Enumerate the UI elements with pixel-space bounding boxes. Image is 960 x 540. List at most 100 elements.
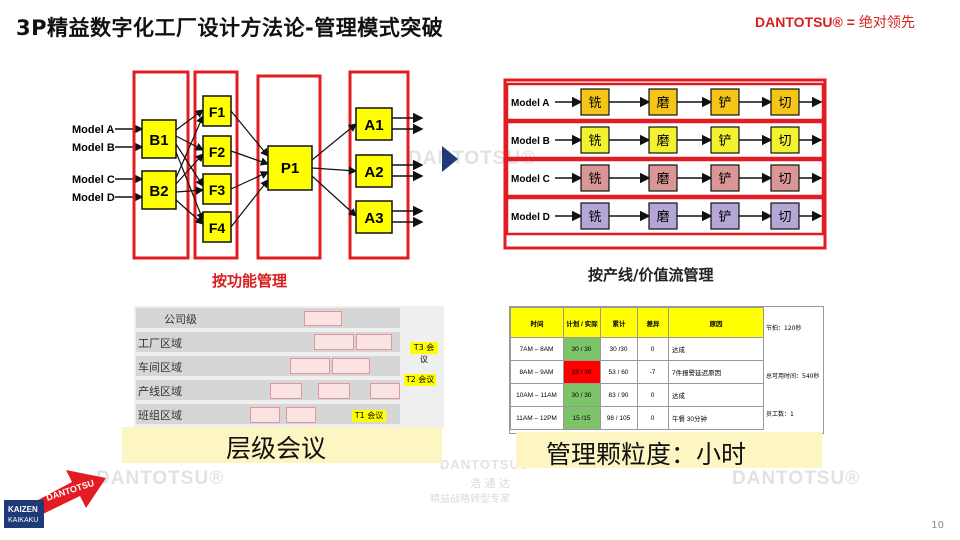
table-cell: 53 / 60 xyxy=(600,360,638,384)
page-title: 3P精益数字化工厂设计方法论-管理模式突破 xyxy=(16,16,444,40)
model-label: Model B xyxy=(72,142,115,154)
org-box xyxy=(250,407,280,423)
p-node xyxy=(267,145,313,191)
org-box xyxy=(332,358,370,374)
hierarchy-level: 工厂区域 xyxy=(138,337,182,350)
process-step xyxy=(648,88,678,116)
meeting-tag: T2 会议 xyxy=(404,374,436,386)
model-label: Model D xyxy=(511,212,550,223)
meeting-tag: T3 会议 xyxy=(410,342,438,364)
table-caption-bar: 管理颗粒度：小时 xyxy=(516,432,822,469)
org-box xyxy=(318,383,350,399)
table-cell: 83 / 90 xyxy=(600,383,638,407)
watermark-text: DANTOTSU® xyxy=(732,468,861,489)
hierarchy-level: 产线区域 xyxy=(138,385,182,398)
table-cell: 30 / 30 xyxy=(563,337,601,361)
function-diagram: Model A Model B Model C Model D B1 B2 F1… xyxy=(72,70,424,260)
process-step xyxy=(648,164,678,192)
f-node-label: F3 xyxy=(209,182,226,198)
f-node-label: F1 xyxy=(209,104,226,120)
p-node-label: P1 xyxy=(281,160,299,177)
side-note: 节拍：120秒 xyxy=(766,325,802,332)
a-node-label: A2 xyxy=(364,164,383,181)
table-cell: 0 xyxy=(637,337,669,361)
transition-arrow-icon xyxy=(442,146,458,172)
func-diagram-caption: 按功能管理 xyxy=(212,272,288,290)
process-step-label: 铲 xyxy=(718,96,731,111)
model-label: Model A xyxy=(511,98,550,109)
a-node xyxy=(355,200,393,234)
watermark-zh-sub: 精益战略转型专家 xyxy=(430,494,510,505)
brand-tagline: DANTOTSU® =绝对领先 xyxy=(755,12,915,32)
hierarchy-level: 车间区域 xyxy=(138,361,182,374)
model-label: Model C xyxy=(511,174,550,185)
f-node xyxy=(202,95,232,127)
b-group-frame xyxy=(132,70,190,260)
watermark-zh-name: 浩 通 达 xyxy=(470,477,510,490)
table-cell: 33 / 30 xyxy=(563,360,601,384)
b-node-label: B1 xyxy=(149,132,168,149)
watermark-text: DANTOTSU® xyxy=(408,148,537,169)
kaizen-logo: KAIZEN KAIKAKU DANTOTSU xyxy=(4,470,106,528)
table-header: 累计 xyxy=(600,307,638,338)
org-box xyxy=(314,334,354,350)
process-step xyxy=(580,88,610,116)
org-box xyxy=(356,334,392,350)
org-box xyxy=(370,383,400,399)
hierarchy-panel: 公司级 工厂区域 车间区域 产线区域 班组区域 T3 会议 T2 会议 T1 会… xyxy=(134,306,444,428)
process-step-label: 磨 xyxy=(656,172,669,187)
table-cell: 达成 xyxy=(668,383,764,407)
process-step xyxy=(648,126,678,154)
a-node-label: A1 xyxy=(364,117,383,134)
table-header: 时间 xyxy=(510,307,564,338)
side-note: 员工数：1 xyxy=(766,411,794,418)
process-step-label: 铣 xyxy=(588,134,601,149)
table-cell: 达成 xyxy=(668,337,764,361)
process-step-label: 铲 xyxy=(718,134,731,149)
f-node-label: F4 xyxy=(209,220,226,236)
table-cell: 98 / 105 xyxy=(600,406,638,430)
row-frame xyxy=(505,120,825,160)
table-cell: 8AM – 9AM xyxy=(510,360,564,384)
table-cell: 7AM – 8AM xyxy=(510,337,564,361)
side-note: 总可用时间：540秒 xyxy=(766,373,820,380)
f-node xyxy=(202,173,232,205)
slide-number: 10 xyxy=(931,520,944,531)
table-cell: 午餐 30分钟 xyxy=(668,406,764,430)
logo-text: KAIKAKU xyxy=(8,517,38,524)
org-box xyxy=(304,311,342,326)
org-box xyxy=(286,407,316,423)
hierarchy-caption-bar: 层级会议 xyxy=(122,427,442,463)
table-cell: 15 /15 xyxy=(563,406,601,430)
process-step xyxy=(648,202,678,230)
model-label: Model B xyxy=(511,136,550,147)
org-box xyxy=(270,383,302,399)
logo-text: KAIZEN xyxy=(8,505,38,514)
table-cell: 7件报警延迟原因 xyxy=(668,360,764,384)
process-step xyxy=(770,88,800,116)
table-header: 计划 / 实际 xyxy=(563,307,601,338)
table-cell: 0 xyxy=(637,406,669,430)
table-header: 原因 xyxy=(668,307,764,338)
table-cell: 10AM – 11AM xyxy=(510,383,564,407)
process-step-label: 铣 xyxy=(588,96,601,111)
table-cell: 30 /30 xyxy=(600,337,638,361)
b-node xyxy=(141,170,177,210)
process-step xyxy=(770,164,800,192)
model-label: Model C xyxy=(72,174,115,186)
process-step xyxy=(710,164,740,192)
table-cell: -7 xyxy=(637,360,669,384)
process-step xyxy=(580,164,610,192)
hierarchy-caption: 层级会议 xyxy=(226,434,327,463)
process-step-label: 切 xyxy=(778,210,791,225)
watermark-text: DANTOTSU® xyxy=(96,468,225,489)
line-diagram-caption: 按产线/价值流管理 xyxy=(588,266,714,284)
a-node xyxy=(355,107,393,141)
process-step-label: 磨 xyxy=(656,96,669,111)
model-label: Model A xyxy=(72,124,114,136)
